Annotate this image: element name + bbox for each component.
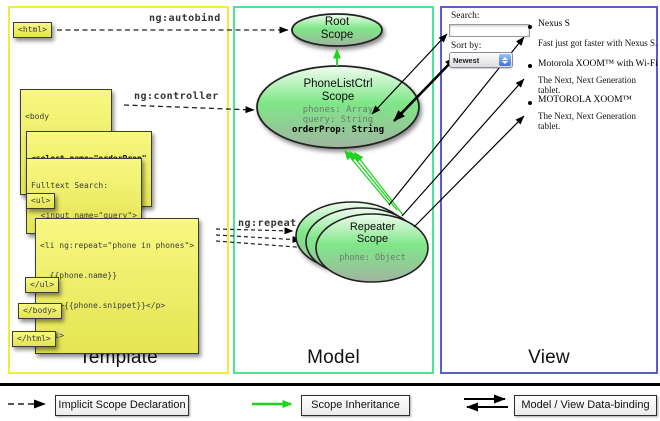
inheritance-arrow-repeater-3 — [354, 151, 404, 216]
repeater-scope-props: phone: Object — [339, 253, 406, 263]
code-body-close: </body> — [18, 303, 62, 319]
sort-dropdown[interactable]: Newest — [449, 52, 513, 68]
ng-autobind-label: ng:autobind — [149, 13, 221, 24]
search-input[interactable] — [449, 24, 530, 37]
search-label: Search: — [451, 11, 480, 21]
inheritance-arrow-repeater-1 — [344, 149, 391, 206]
phone-name: Motorola XOOM™ with Wi-Fi — [538, 59, 658, 69]
sort-dropdown-value: Newest — [453, 55, 480, 65]
sort-by-label: Sort by: — [451, 41, 482, 51]
legend-model-view-data-binding: Model / View Data-binding — [514, 395, 657, 416]
code-ul-close: </ul> — [25, 277, 60, 293]
binding-arrow-orderprop-sort — [393, 56, 457, 122]
phonelistctrl-scope-props: phones: Array query: String orderProp: S… — [291, 105, 385, 135]
phone-name: MOTOROLA XOOM™ — [538, 95, 632, 105]
repeat-dashed-arrow-1 — [215, 227, 294, 235]
bullet-icon — [528, 25, 532, 29]
phone-name: Nexus S — [538, 19, 570, 29]
controller-dashed-arrow — [123, 104, 255, 114]
repeat-dashed-arrow-3 — [215, 240, 310, 251]
repeater-scope-label: Repeater Scope — [349, 221, 396, 245]
view-column-title: View — [528, 347, 570, 368]
code-ul-open: <ul> — [26, 193, 56, 209]
code-html-open: <html> — [13, 22, 52, 38]
phone-snippet: Fast just got faster with Nexus S. — [538, 38, 658, 48]
legend-implicit-scope-declaration: Implicit Scope Declaration — [55, 395, 189, 416]
inheritance-arrow-repeater-2 — [349, 150, 398, 211]
repeat-dashed-arrow-2 — [215, 234, 302, 243]
repeater-scope-ellipse-front — [315, 213, 429, 283]
binding-arrow-repeater-phone3 — [413, 115, 525, 228]
legend-scope-inheritance: Scope Inheritance — [301, 395, 410, 416]
phone-snippet: The Next, Next Generation tablet. — [538, 75, 636, 95]
dropdown-stepper-icon — [499, 54, 511, 66]
phone-snippet: The Next, Next Generation tablet. — [538, 111, 636, 131]
root-scope-label: Root Scope — [320, 16, 354, 41]
code-html-close: </html> — [12, 331, 56, 347]
ng-repeat-label: ng:repeat — [238, 218, 297, 229]
code-li-repeat: <li ng:repeat="phone in phones"> {{phone… — [35, 218, 200, 354]
ng-controller-label: ng:controller — [134, 91, 219, 102]
binding-arrow-repeater-phone2 — [401, 78, 525, 217]
root-scope-ellipse — [291, 13, 383, 47]
bullet-icon — [528, 64, 532, 68]
model-column-title: Model — [307, 347, 360, 368]
phonelistctrl-scope-label: PhoneListCtrl Scope — [303, 78, 373, 103]
legend-separator-line — [0, 383, 660, 386]
bullet-icon — [528, 101, 532, 105]
